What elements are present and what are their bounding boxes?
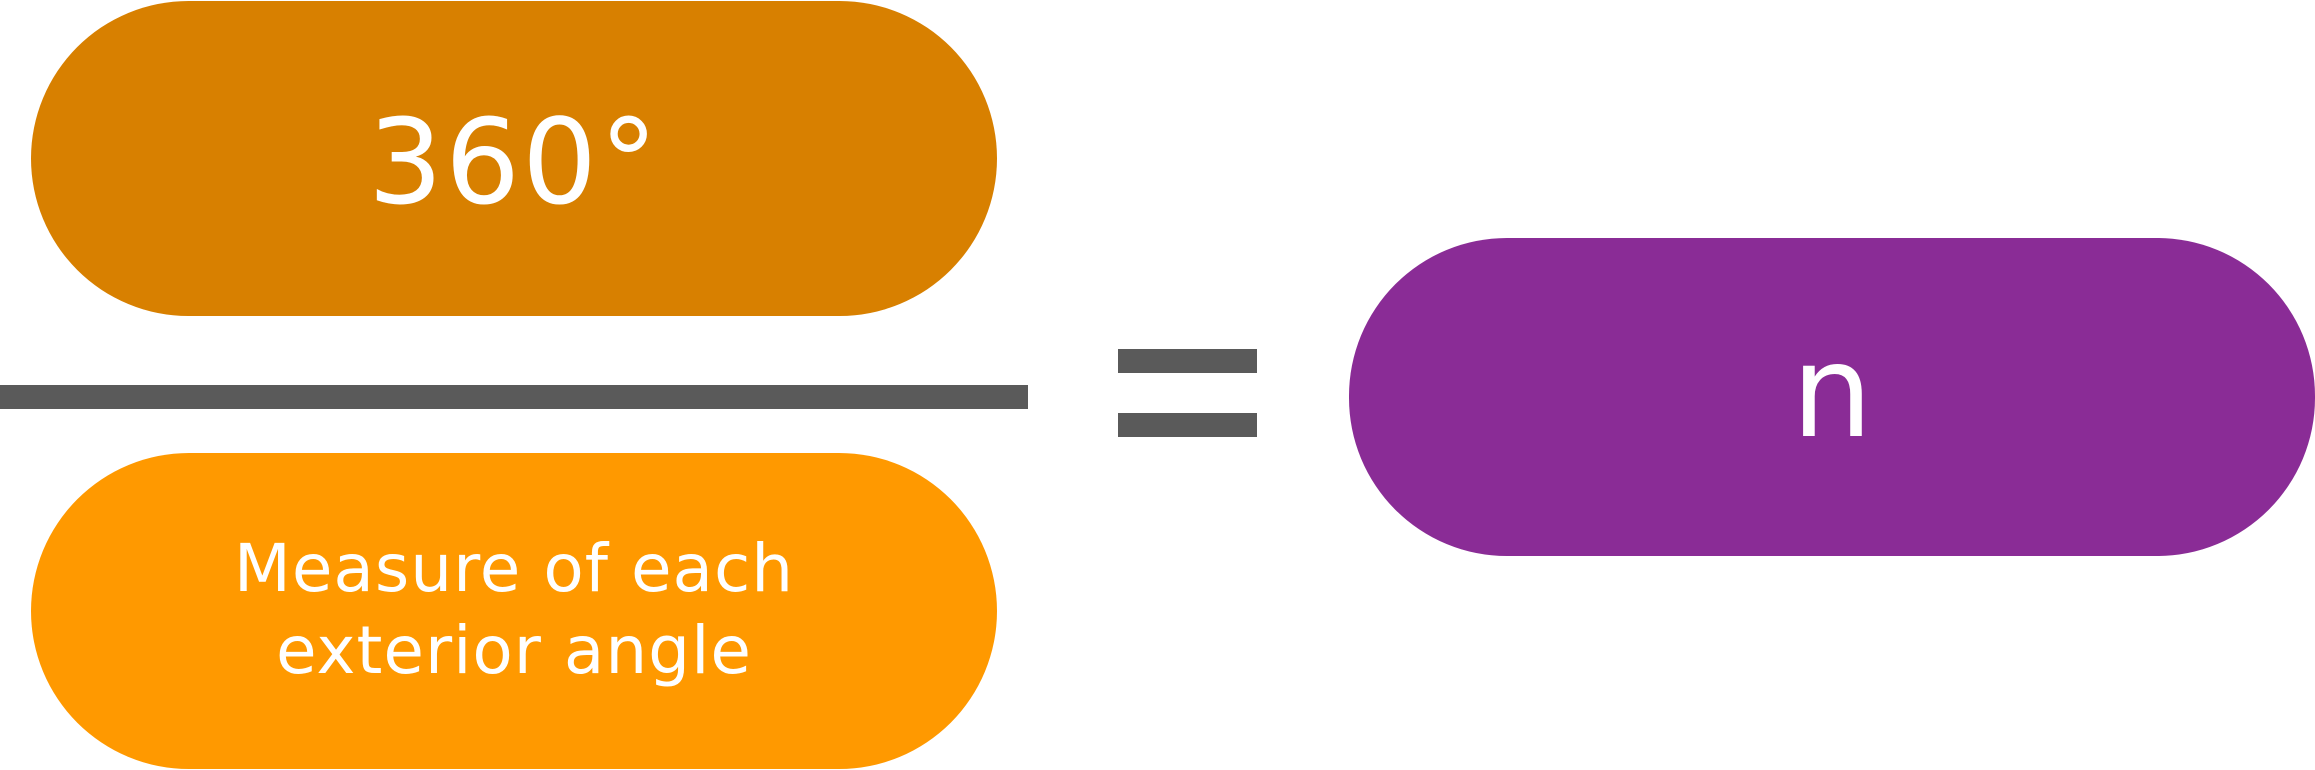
numerator-box: 360° [31, 1, 997, 316]
denominator-text: Measure of each exterior angle [234, 528, 794, 692]
result-text: n [1791, 318, 1873, 467]
numerator-text: 360° [367, 92, 661, 231]
denominator-line-2: exterior angle [275, 612, 753, 689]
equals-sign-top-bar [1118, 349, 1257, 373]
denominator-box: Measure of each exterior angle [31, 453, 997, 769]
result-box: n [1349, 238, 2315, 556]
denominator-line-1: Measure of each [233, 530, 795, 607]
equals-sign-bottom-bar [1118, 413, 1257, 437]
fraction-bar [0, 385, 1028, 409]
